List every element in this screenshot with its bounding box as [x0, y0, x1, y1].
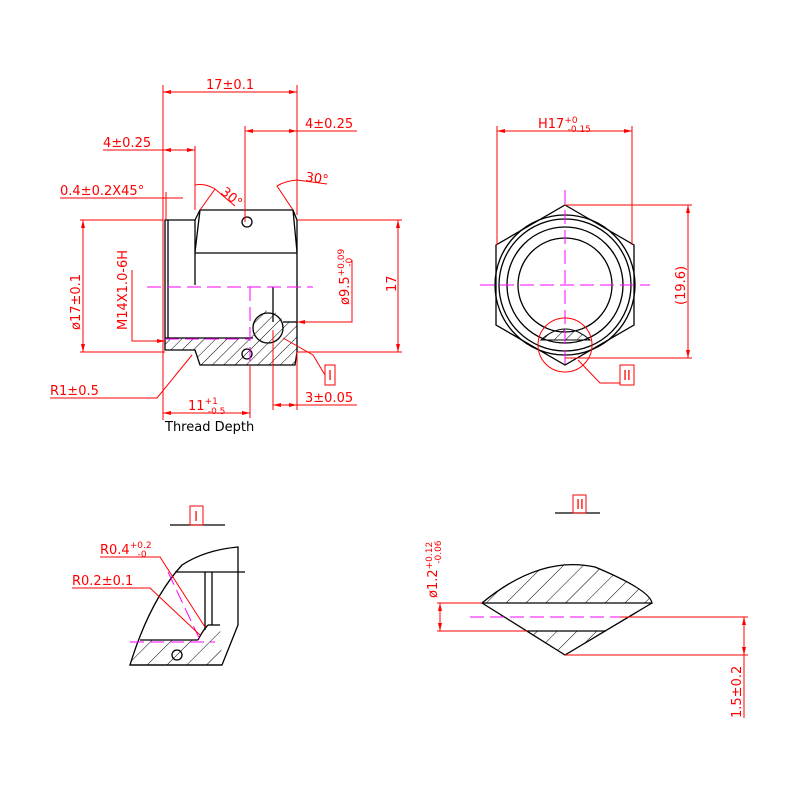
- dim-thread-depth-lower: -0.5: [208, 407, 226, 417]
- dim-thread: M14X1.0-6H: [116, 250, 131, 330]
- detail-i-title: I: [194, 510, 198, 525]
- dim-overall-length: 17±0.1: [206, 78, 254, 93]
- side-view: H17+0-0.15 (19.6) II: [480, 116, 692, 386]
- detail-ii-diameter-upper: +0.12: [425, 542, 435, 570]
- svg-text:H17+0-0.15: H17+0-0.15: [538, 116, 591, 135]
- detail-ref-ii: II: [623, 369, 631, 384]
- dim-chamfer: 0.4±0.2X45°: [60, 184, 144, 199]
- svg-text:R0.4+0.2-0: R0.4+0.2-0: [100, 541, 152, 560]
- detail-i-radius2: R0.2±0.1: [72, 574, 133, 589]
- dim-hole-offset: 3±0.05: [305, 391, 353, 406]
- dim-thread-depth-upper: +1: [205, 397, 218, 407]
- dim-bore-lower: -0: [345, 258, 355, 267]
- dim-hex-lower: -0.15: [568, 125, 591, 135]
- detail-i-radius1-lower: -0: [138, 550, 147, 560]
- dim-thread-depth: 11: [188, 399, 205, 414]
- detail-ii-diameter: ø1.2: [426, 569, 441, 598]
- svg-text:11+1-0.5: 11+1-0.5: [188, 397, 225, 417]
- dim-angle-right: 30°: [304, 170, 329, 188]
- detail-ref-i: I: [328, 369, 332, 384]
- dim-height: 17: [385, 275, 400, 292]
- dim-bore-diameter: ø9.5: [338, 276, 353, 305]
- dim-across-corners: (19.6): [674, 266, 689, 305]
- front-view: 17±0.1 4±0.25 4±0.25 0.4±0.2X45° 30° 30°: [50, 78, 402, 435]
- dim-hex-size: H17: [538, 117, 564, 132]
- dim-hole-offset-right: 4±0.25: [305, 117, 353, 132]
- detail-ii-diameter-lower: -0.06: [434, 540, 444, 564]
- thread-depth-label: Thread Depth: [164, 420, 254, 435]
- dim-bore-upper: +0.09: [337, 249, 347, 277]
- front-view-body: [147, 209, 313, 366]
- dim-angle-left: 30°: [217, 185, 244, 211]
- detail-i-radius1: R0.4: [100, 543, 130, 558]
- dim-radius: R1±0.5: [50, 384, 99, 399]
- dim-outer-diameter: ø17±0.1: [69, 274, 84, 330]
- dim-hex-upper: +0: [564, 116, 578, 126]
- svg-text:ø1.2+0.12-0.06: ø1.2+0.12-0.06: [425, 540, 444, 598]
- svg-text:ø9.5+0.09-0: ø9.5+0.09-0: [337, 249, 355, 305]
- detail-ii-title: II: [576, 498, 584, 513]
- detail-ii: II ø1.2+0.12-0.06 1.5±0.2: [425, 494, 748, 718]
- front-view-dimensions: 17±0.1 4±0.25 4±0.25 0.4±0.2X45° 30° 30°: [50, 78, 402, 435]
- detail-ii-depth: 1.5±0.2: [730, 666, 745, 718]
- dim-hex-offset-left: 4±0.25: [103, 136, 151, 151]
- detail-i-radius1-upper: +0.2: [130, 541, 152, 551]
- detail-i: I R0.4+0.2-0 R0.2±0.1: [72, 505, 245, 666]
